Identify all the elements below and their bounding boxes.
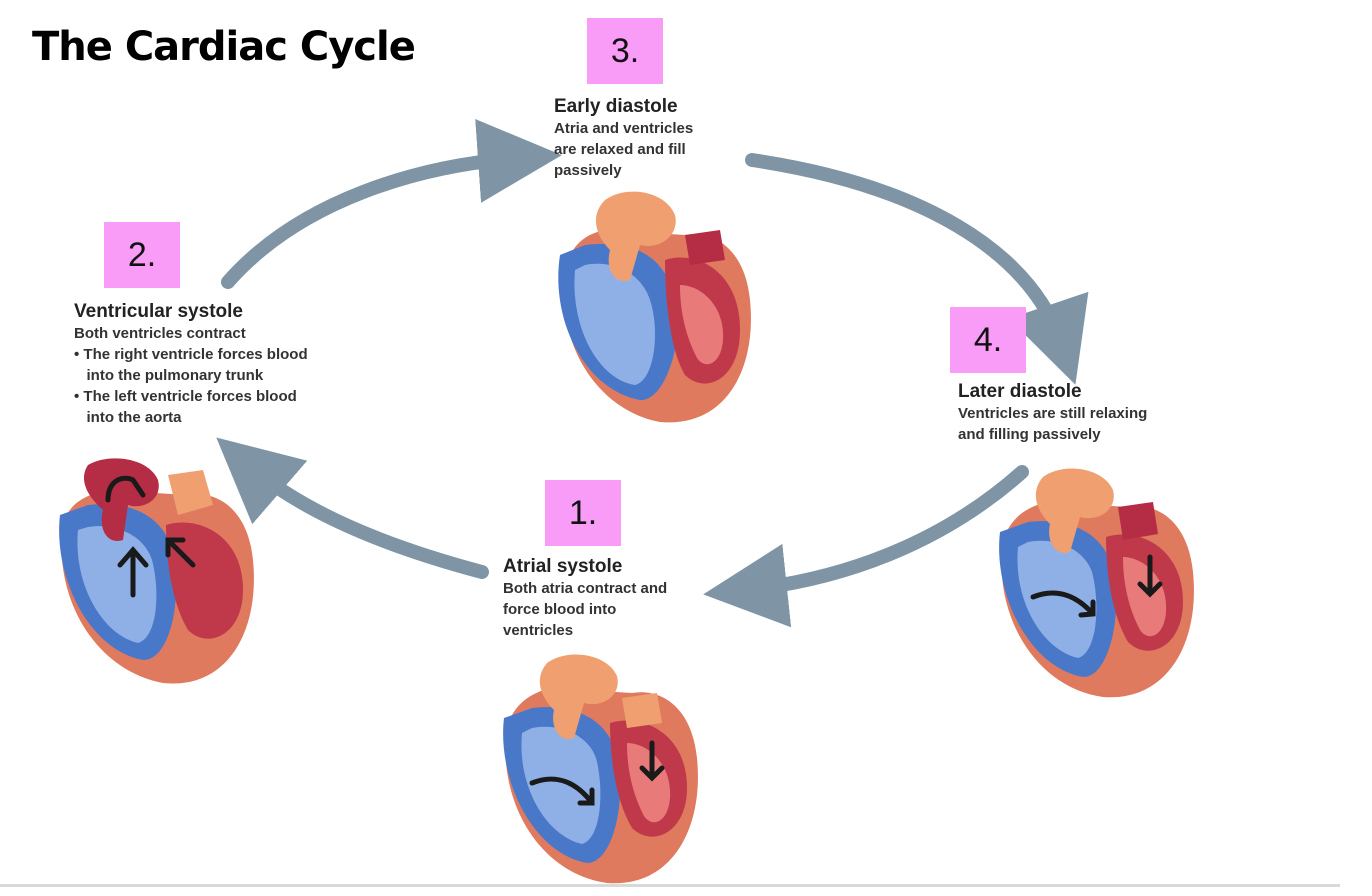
heart-illustration-ventricular-systole	[59, 458, 254, 684]
stage-line: Ventricles are still relaxing	[958, 405, 1148, 422]
stage-heading: Atrial systole	[503, 556, 623, 577]
diagram-title: The Cardiac Cycle	[32, 24, 416, 70]
stage-number-4: 4.	[950, 307, 1026, 373]
stage-line: • The right ventricle forces blood	[74, 346, 308, 363]
stage-line: into the pulmonary trunk	[74, 367, 264, 384]
stage-line: are relaxed and fill	[554, 141, 686, 158]
stage-label-ventricular-systole: Ventricular systole Both ventricles cont…	[74, 301, 308, 428]
stage-label-atrial-systole: Atrial systole Both atria contract and f…	[503, 556, 667, 641]
arrow-1-to-2	[216, 437, 489, 579]
stage-line: and filling passively	[958, 426, 1101, 443]
stage-line: force blood into	[503, 601, 617, 618]
arrow-2-to-3	[221, 119, 562, 289]
stage-number-2: 2.	[104, 222, 180, 288]
arrow-4-to-1	[703, 465, 1029, 628]
arrow-3-to-4	[745, 153, 1089, 385]
stage-heading: Ventricular systole	[74, 301, 243, 322]
stage-line: Both ventricles contract	[74, 325, 246, 342]
heart-illustration-later-diastole	[999, 468, 1194, 698]
stage-line: passively	[554, 162, 622, 179]
stage-line: into the aorta	[74, 409, 182, 426]
heart-illustration-early-diastole	[558, 191, 751, 423]
stage-heading: Later diastole	[958, 381, 1082, 402]
heart-illustration-atrial-systole	[503, 654, 698, 884]
bottom-divider	[0, 884, 1340, 887]
stage-line: • The left ventricle forces blood	[74, 388, 297, 405]
stage-line: Both atria contract and	[503, 580, 668, 597]
stage-number-1: 1.	[545, 480, 621, 546]
stage-label-later-diastole: Later diastole Ventricles are still rela…	[958, 381, 1147, 445]
stage-number-3: 3.	[587, 18, 663, 84]
stage-line: Atria and ventricles	[554, 120, 694, 137]
stage-line: ventricles	[503, 622, 574, 639]
stage-label-early-diastole: Early diastole Atria and ventricles are …	[554, 96, 693, 181]
stage-heading: Early diastole	[554, 96, 678, 117]
